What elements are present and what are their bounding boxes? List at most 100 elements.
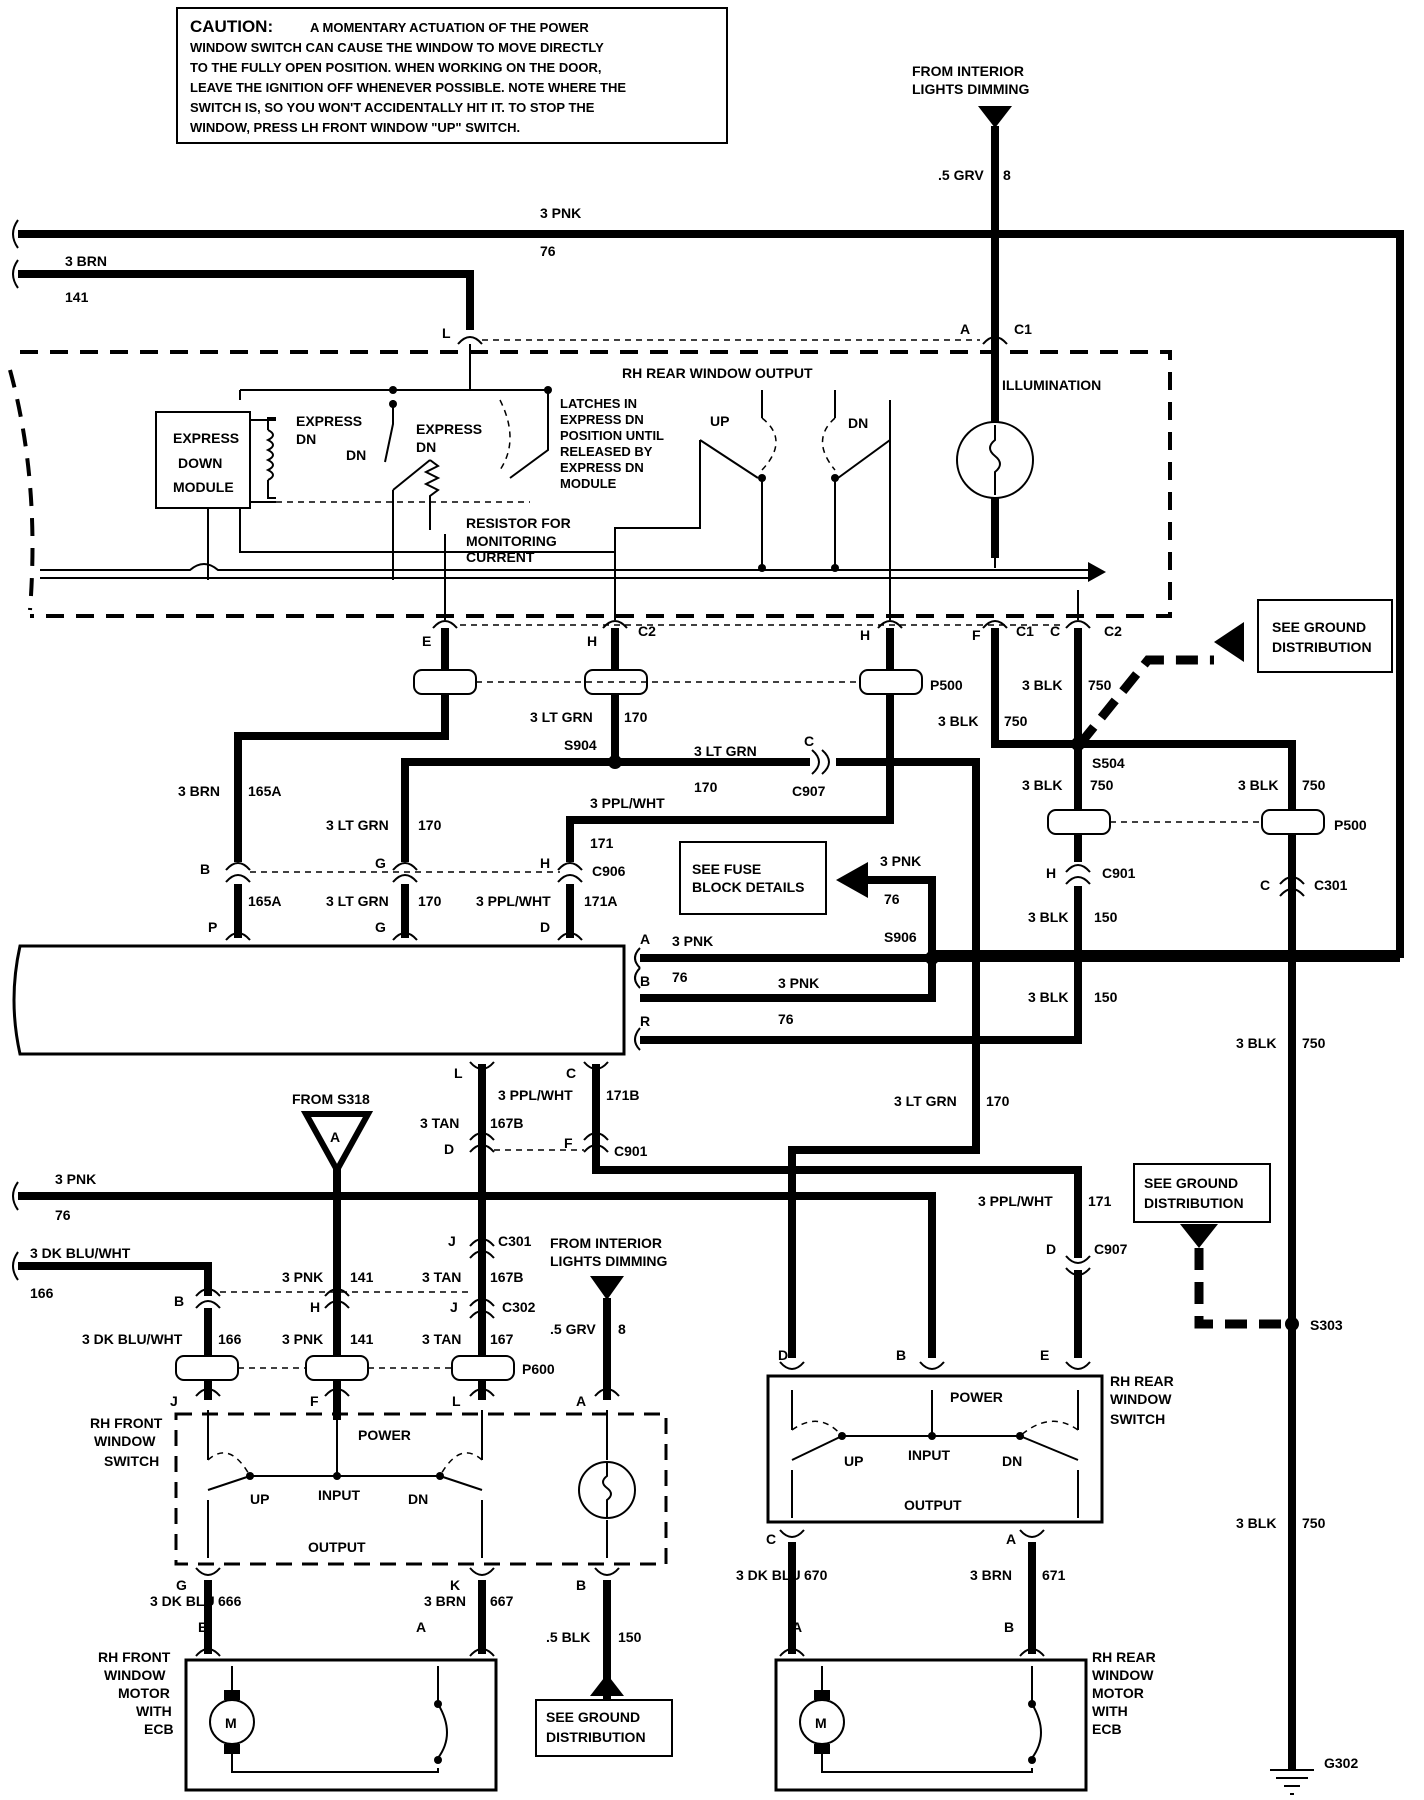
label-wire: 170: [418, 817, 442, 833]
pin-label: L: [452, 1393, 461, 1409]
rh-rear-window-switch: [766, 1374, 1104, 1524]
label-wire: 670: [804, 1567, 828, 1583]
dn-switch: [834, 390, 891, 568]
label-resistor: RESISTOR FOR: [466, 515, 571, 531]
pin-label: J: [450, 1299, 458, 1315]
pin-label: A: [640, 931, 650, 947]
up-switch-dash: [761, 417, 777, 471]
pin-label: J: [170, 1393, 178, 1409]
label-wire: 76: [672, 969, 688, 985]
label-wire: 3 PNK: [55, 1171, 96, 1187]
up-switch: [699, 390, 763, 568]
label-rh-front-motor: WINDOW: [104, 1667, 166, 1683]
caution-line: TO THE FULLY OPEN POSITION. WHEN WORKING…: [190, 60, 601, 75]
motor-internal: [231, 1666, 448, 1773]
label-wire: 170: [624, 709, 648, 725]
label-wire: 141: [350, 1331, 374, 1347]
label-express: DN: [296, 431, 316, 447]
splice-label: S906: [884, 929, 917, 945]
label-wire: 671: [1042, 1567, 1066, 1583]
rear-switch-pins: [779, 1361, 1091, 1370]
pin-connectors-right: [634, 947, 641, 1051]
pin-label: B: [576, 1577, 586, 1593]
label-wire: 3 LT GRN: [530, 709, 593, 725]
contact: [758, 474, 766, 482]
label-wire: 750: [1090, 777, 1114, 793]
label-rh-front-switch: RH FRONT: [90, 1415, 163, 1431]
label-wire: 3 BRN: [970, 1567, 1012, 1583]
pin-label: D: [444, 1141, 454, 1157]
label-wire: 3 BRN: [424, 1593, 466, 1609]
wire-brn-141-top: [18, 270, 474, 330]
label-wire: 3 BLK: [1028, 909, 1068, 925]
label-rh-front-motor: WITH: [136, 1703, 172, 1719]
c906-connectors: [225, 862, 583, 883]
label-latches: EXPRESS DN: [560, 412, 644, 427]
wire-end: [12, 259, 19, 289]
ground-arrow-icon: [590, 1674, 624, 1696]
pin-label: K: [450, 1577, 460, 1593]
splice-label: S904: [564, 737, 597, 753]
label-wire: .5 GRV: [938, 167, 984, 183]
label-wire: 3 PNK: [282, 1269, 323, 1285]
pin-label: E: [422, 633, 431, 649]
label-wire: 76: [540, 243, 556, 259]
contact: [434, 1700, 442, 1708]
pin-label: D: [1046, 1241, 1056, 1257]
label-wire: 150: [1094, 909, 1118, 925]
label-wire: 165A: [248, 783, 281, 799]
label-wire: 3 BRN: [65, 253, 107, 269]
caution-line: WINDOW, PRESS LH FRONT WINDOW "UP" SWITC…: [190, 120, 520, 135]
label-rh-front-switch: WINDOW: [94, 1433, 156, 1449]
label-wire: 750: [1302, 1515, 1326, 1531]
contact: [389, 400, 397, 408]
pin-label: F: [310, 1393, 319, 1409]
wire-ltgrn-c907-out: [788, 758, 980, 1358]
ground-dash: [1076, 655, 1214, 747]
label-wire: 171: [590, 835, 614, 851]
caution-title: CAUTION:: [190, 17, 273, 36]
pin-label: P: [208, 919, 217, 935]
label-express: DN: [416, 439, 436, 455]
caution-line: SWITCH IS, SO YOU WON'T ACCIDENTALLY HIT…: [190, 100, 595, 115]
connector-label: C901: [614, 1143, 648, 1159]
motor-brush: [814, 1690, 830, 1700]
wire-end: [12, 1251, 19, 1281]
lh-switch-box-left: [8, 369, 35, 611]
label-from-interior: FROM INTERIOR: [550, 1235, 662, 1251]
pin-label: H: [860, 627, 870, 643]
motor-brush: [224, 1690, 240, 1700]
label-wire: 750: [1302, 1035, 1326, 1051]
pin-connectors-bottom: [469, 1061, 609, 1070]
label-rh-rear-output: RH REAR WINDOW OUTPUT: [622, 365, 813, 381]
label-wire: 3 LT GRN: [326, 893, 389, 909]
label-wire: 171A: [584, 893, 617, 909]
contact: [838, 1432, 846, 1440]
motor-internal: [821, 1666, 1042, 1773]
pin-label: F: [972, 627, 981, 643]
p600-connectors: [175, 1355, 515, 1381]
splice-s906: [925, 951, 939, 965]
label-input: INPUT: [908, 1447, 950, 1463]
internal-line: [207, 490, 615, 620]
pin-label: D: [540, 919, 550, 935]
connector-label: C301: [1314, 877, 1348, 893]
label-wire: 141: [65, 289, 89, 305]
wire-pplwht-171: [566, 628, 894, 862]
label-rh-rear-motor: ECB: [1092, 1721, 1122, 1737]
label-wire: 170: [986, 1093, 1010, 1109]
arrow-icon: [1088, 562, 1106, 582]
pin-label: A: [416, 1619, 426, 1635]
label-wire: 166: [218, 1331, 242, 1347]
c901-b-connectors: [469, 1132, 609, 1153]
label-wire: 3 DK BLU: [150, 1593, 215, 1609]
front-switch-dash: [207, 1452, 483, 1477]
label-wire: 165A: [248, 893, 281, 909]
lh-switch-box: [20, 350, 1172, 618]
connector-label: C906: [592, 863, 626, 879]
label-latches: EXPRESS DN: [560, 460, 644, 475]
internal-line: [250, 419, 276, 503]
pin-label: C: [566, 1065, 576, 1081]
label-latches: MODULE: [560, 476, 617, 491]
lh-front-switch-body: [12, 944, 626, 1056]
